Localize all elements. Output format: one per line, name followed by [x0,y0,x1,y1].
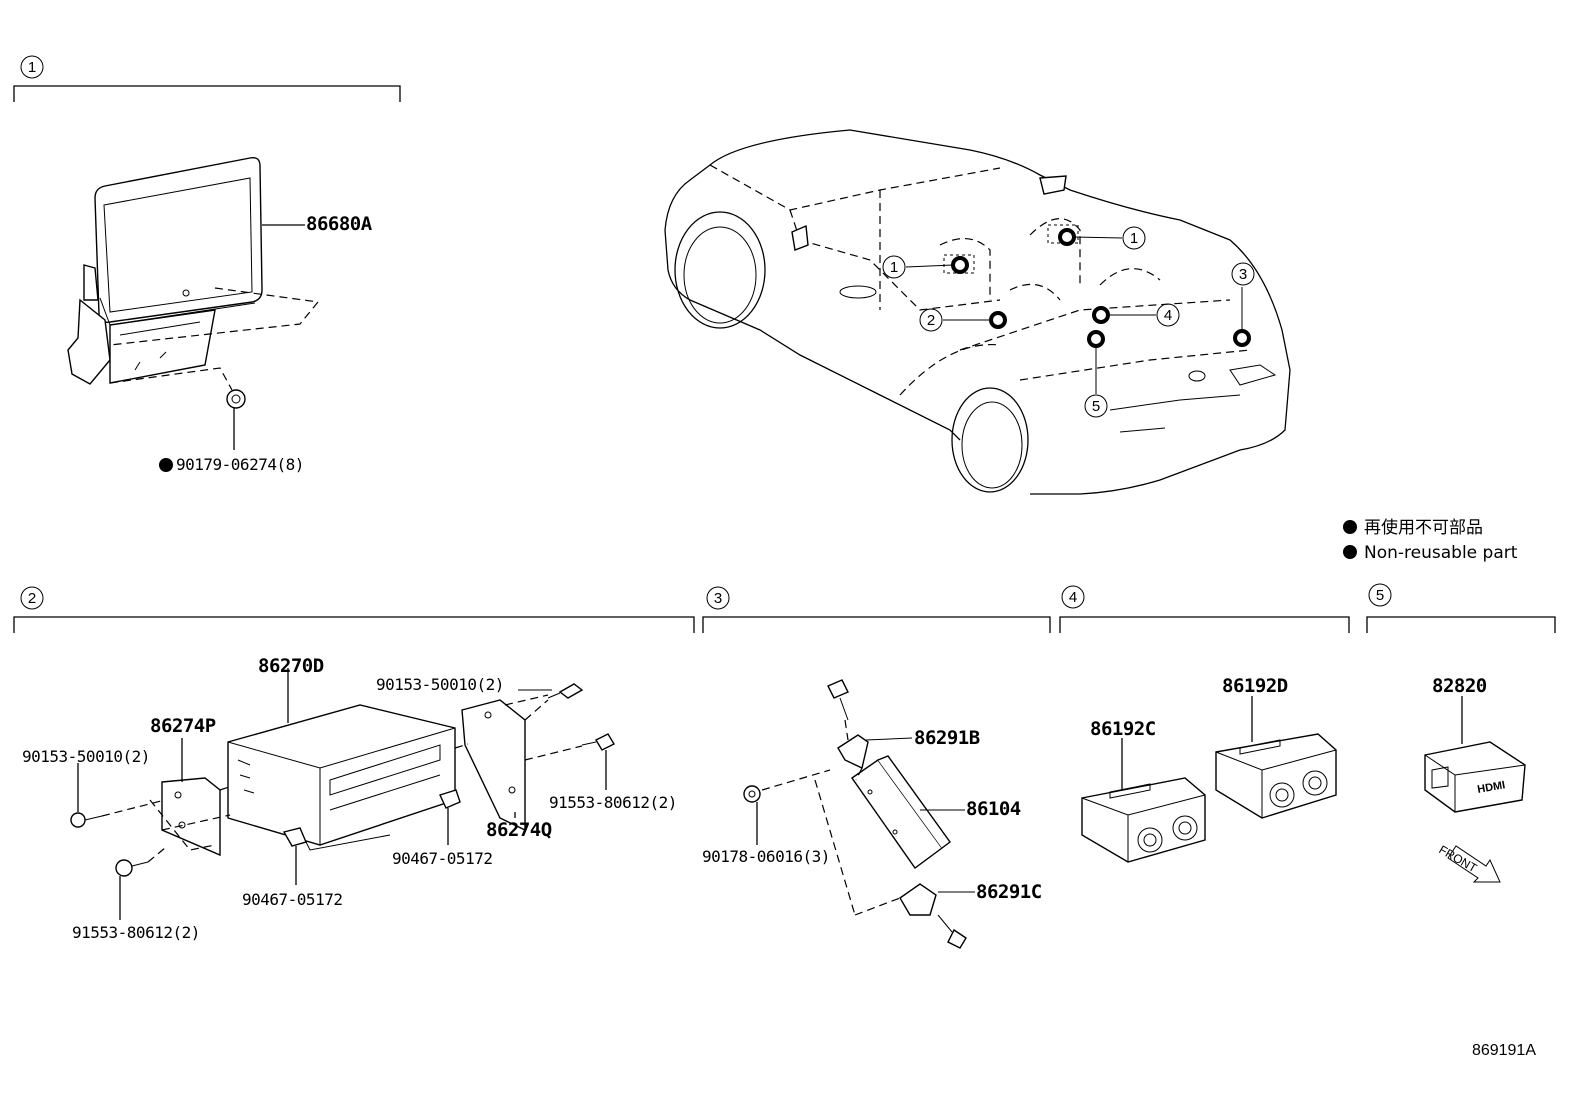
label-86680A: 86680A [306,213,373,235]
section-3-number: 3 [714,590,722,607]
label-91553-80612-left: 91553-80612(2) [72,923,200,942]
section-1-number: 1 [28,59,36,76]
socket-86192D[interactable] [1215,733,1337,819]
label-86291C: 86291C [976,881,1042,903]
vehicle-overview: 1 1 2 3 4 5 [664,129,1291,495]
nut-90178-06016 [743,785,761,803]
diagram-reference: 869191A [1472,1042,1536,1059]
label-82820: 82820 [1432,675,1487,697]
legend-jp: 再使用不可部品 [1364,517,1483,538]
nut-90179-06274 [226,389,246,450]
car-callout-4: 4 [1164,307,1172,324]
clip-90467-b [282,827,307,847]
socket-86192C[interactable] [1081,777,1206,863]
label-91553-80612-right: 91553-80612(2) [549,793,677,812]
car-callout-1a: 1 [890,259,898,276]
label-86192C: 86192C [1090,718,1156,740]
bolt-bottom-s3 [937,914,967,949]
car-callout-5: 5 [1092,398,1100,415]
section-4-header: 4 [1059,585,1350,633]
legend: 再使用不可部品 Non-reusable part [1343,517,1518,563]
label-90153-50010-left: 90153-50010(2) [22,747,150,766]
bracket-86291B [837,734,869,770]
screw-91553-right [581,733,615,751]
car-callout-2: 2 [927,312,935,329]
label-86274P: 86274P [150,715,216,737]
label-86291B: 86291B [914,727,980,749]
bracket-86274Q [461,699,526,832]
label-86270D: 86270D [258,655,324,677]
label-86104: 86104 [966,798,1021,820]
label-90467-05172-a: 90467-05172 [392,849,492,868]
unit-86270D[interactable] [227,704,456,851]
section-2-number: 2 [28,590,36,607]
label-90153-50010-top: 90153-50010(2) [376,675,504,694]
display-assembly-86680A[interactable] [67,156,263,385]
label-86192D: 86192D [1222,675,1288,697]
hdmi-text: HDMI [1476,779,1506,796]
module-86104[interactable] [851,755,951,869]
front-arrow-icon: FRONT [1437,842,1501,883]
non-reusable-dot-1 [159,458,173,472]
legend-dot-jp [1343,520,1357,534]
clip-90467-a [439,789,461,809]
label-90467-05172-b: 90467-05172 [242,890,342,909]
screw-91553-left [115,859,149,877]
section-5-header: 5 [1366,583,1556,633]
bolt-top-s3 [827,679,849,721]
car-callout-1b: 1 [1130,230,1138,247]
bolt-90153-left [70,812,103,828]
bolt-90153-top [547,683,584,699]
label-90178-06016: 90178-06016(3) [702,847,830,866]
section-2-header: 2 [13,586,695,633]
car-callout-3: 3 [1239,266,1247,283]
label-90179-06274: 90179-06274(8) [176,455,304,474]
section-1-header: 1 [13,55,401,102]
legend-dot-en [1343,545,1357,559]
legend-en: Non-reusable part [1364,543,1518,563]
section-3-header: 3 [702,586,1051,633]
bracket-86274P [161,777,221,857]
bracket-86291C [899,883,937,916]
section-5-number: 5 [1376,587,1384,604]
hdmi-socket-82820[interactable]: HDMI [1424,741,1526,813]
label-86274Q: 86274Q [486,819,552,841]
section-4-number: 4 [1069,589,1077,606]
